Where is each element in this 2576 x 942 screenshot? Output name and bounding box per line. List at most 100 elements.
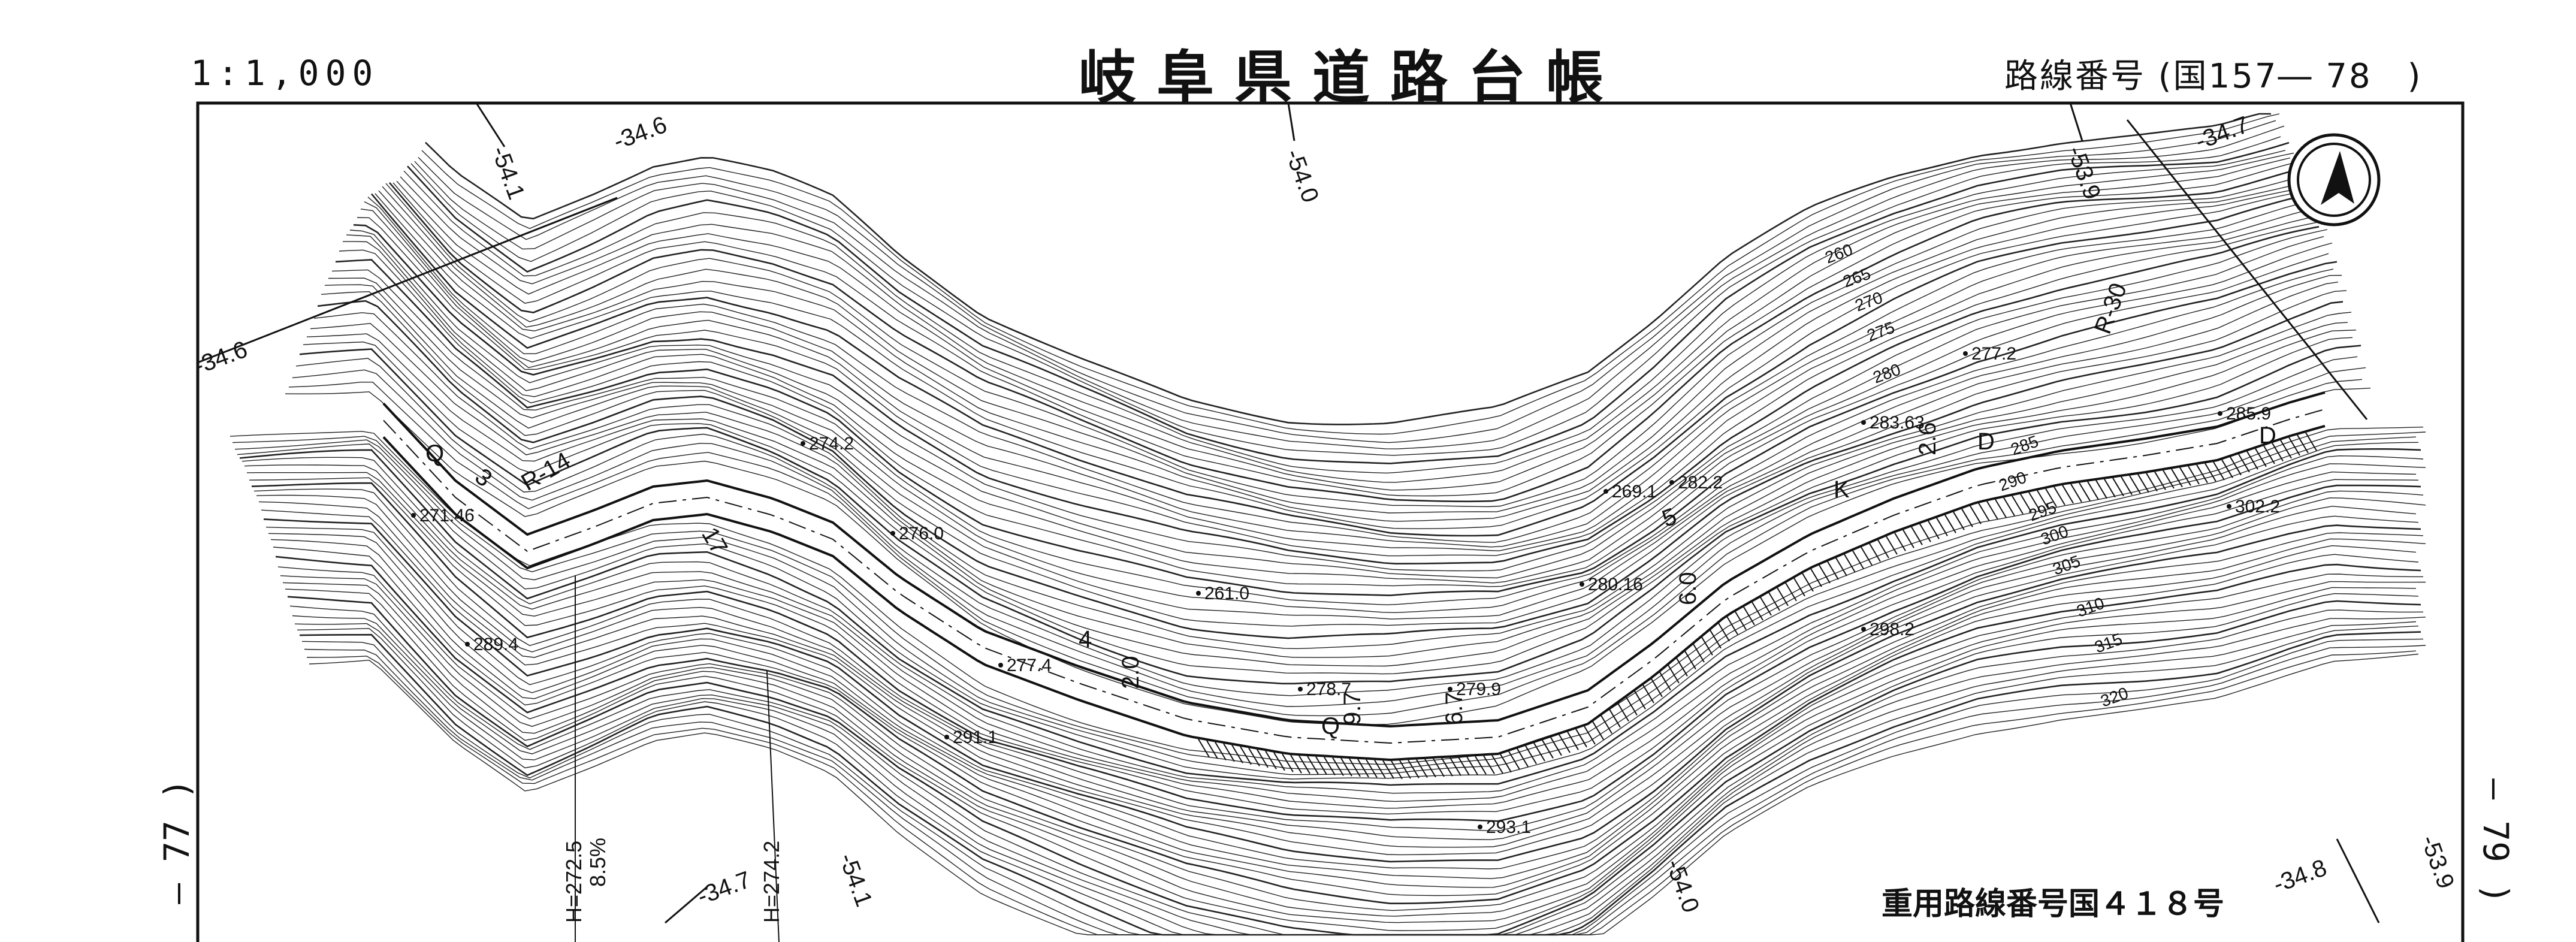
grid-label: -54.1 [487,143,530,203]
road-annotation: 6.7 [1441,692,1467,725]
spot-height: 279.9 [1456,680,1501,699]
contour-label: 280 [1870,360,1903,387]
contour-label: 315 [2092,630,2125,657]
grade-height-2: H=274.2 [759,841,784,923]
road-edge-lower [382,424,2326,762]
road-edge-upper [382,391,2326,728]
contour-line [263,518,2421,863]
contour-line [375,191,2305,530]
contour-label: 265 [1840,264,1873,291]
contour-line [244,463,2426,802]
contour-line [367,197,2310,543]
contour-line [299,345,2361,685]
contour-line [371,193,2314,537]
grid-label: -34.6 [610,111,671,155]
road-annotation: 6.0 [1675,572,1701,605]
contour-line [349,229,2328,572]
contour-line [324,282,2339,620]
grid-label: -34.8 [2270,855,2330,898]
road-annotation: 17 [696,523,732,560]
contour-label: 310 [2074,594,2107,621]
spot-height: 289.4 [473,635,518,654]
contour-line [309,653,2419,935]
page-title: 岐阜県道路台帳 [1079,44,1624,111]
contour-line [285,588,2419,931]
contour-line [410,136,2281,456]
grid-label: -53.9 [2062,143,2106,203]
contour-line [258,501,2417,848]
contour-line [268,533,2426,879]
contour-line [360,209,2315,551]
contour-line [321,290,2347,627]
contour-line [295,356,2358,696]
road-centerline [383,408,2326,744]
map-frame [196,101,2465,942]
map-scale: 1:1,000 [191,53,379,93]
grid-label: -54.0 [1281,146,1324,206]
contour-line [310,322,2348,658]
contour-line [273,547,2419,896]
contour-line [256,494,2426,840]
contour-label: 320 [2098,684,2131,711]
contour-line [335,259,2338,596]
contour-line [237,442,2419,780]
road-annotation: Q [425,440,444,467]
contour-line [346,234,2324,579]
road [382,391,2326,780]
contour-line [339,249,2329,587]
road-annotation: R-30 [2089,280,2132,338]
contour-line [239,448,2421,786]
spot-height: 283.63 [1870,413,1925,433]
contour-label: 275 [1864,318,1897,345]
contour-line [331,268,2334,606]
contour-line [270,539,2417,888]
contour-label: 260 [1822,240,1855,267]
grid-label: -53.9 [2416,832,2460,892]
spot-height: 298.2 [1870,620,1914,639]
contour-line [403,150,2286,474]
grid-label: -54.0 [1661,856,1705,916]
contour-line [414,125,2285,449]
contour-line [304,645,2426,935]
spot-height: 261.0 [1204,584,1249,603]
spot-height: 269.1 [1612,482,1657,502]
contour-line [265,527,2424,869]
contour-line [292,367,2366,707]
spot-height: 282.2 [1678,473,1723,493]
contour-line [389,169,2296,503]
road-annotation: D [2259,422,2276,449]
road-annotation: 2.6 [1914,422,1941,455]
contour-line [277,566,2423,911]
contour-line [282,582,2417,923]
contour-line [275,555,2421,904]
road-annotation: 9.7 [1339,692,1366,725]
road-annotation: 5 [1659,503,1680,533]
contour-line [280,575,2426,917]
contour-label: 300 [2038,522,2071,549]
grid-label: -54.1 [834,850,878,910]
spot-height: 277.4 [1007,656,1052,675]
spot-height: 291.1 [953,727,998,747]
contour-line [425,113,2271,425]
grid-lines [197,102,2380,924]
spot-height: 285.9 [2226,404,2271,424]
contour-line [421,113,2280,435]
contour-label: 295 [2026,498,2059,525]
contour-lines [229,113,2426,936]
contour-line [407,141,2290,464]
contour-line [249,477,2419,815]
retaining-wall-hatch [1198,432,2317,780]
contour-line [234,436,2417,775]
contour-line [253,488,2424,831]
spot-height: 302.2 [2235,497,2280,517]
contour-line [303,337,2353,675]
contour-label: 290 [1996,468,2029,495]
grade-slope: 8.5% [585,838,610,887]
contour-line [382,183,2300,514]
spot-height: 293.1 [1486,817,1531,837]
road-annotation: 4 [1079,626,1092,653]
contour-line [353,224,2320,565]
contour-line [357,217,2323,557]
contour-line [317,300,2344,639]
